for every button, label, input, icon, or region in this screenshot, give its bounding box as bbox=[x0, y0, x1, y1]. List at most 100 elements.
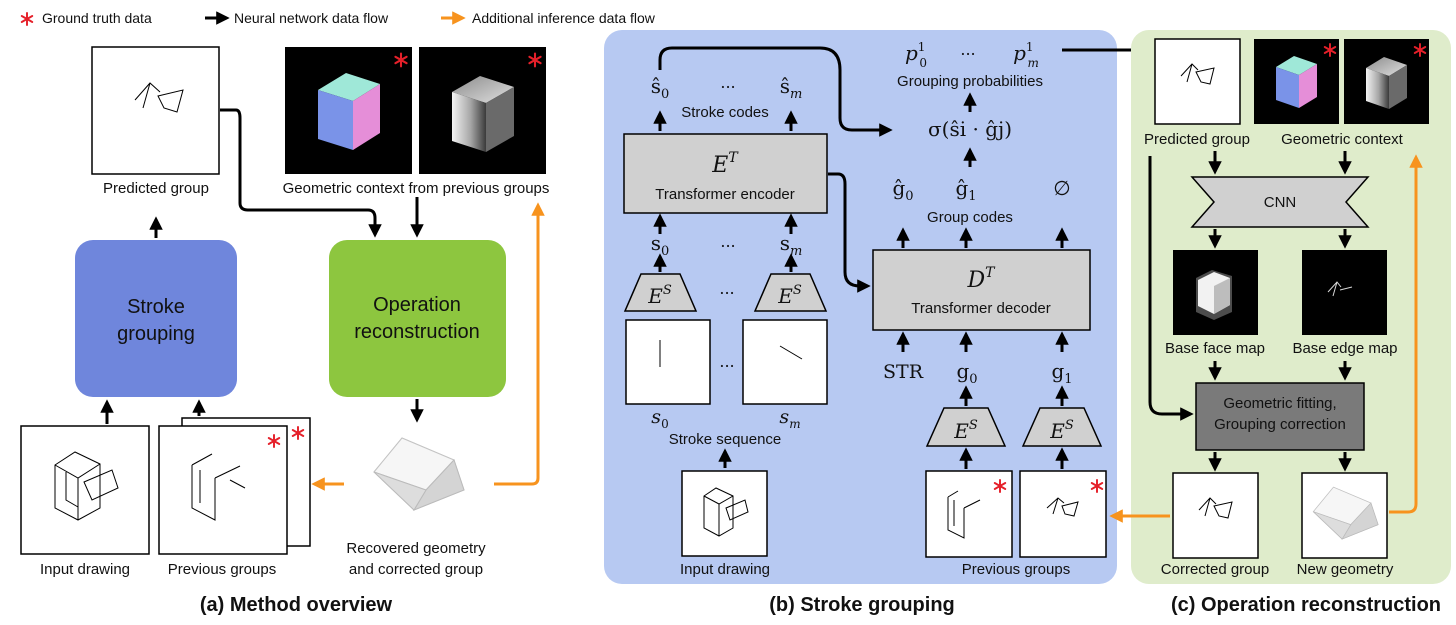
normal-map-front-face bbox=[318, 90, 353, 150]
depth-map-side-face bbox=[486, 87, 514, 152]
input-drawing-thumbnail bbox=[20, 425, 150, 555]
recovered-label-2: and corrected group bbox=[349, 561, 483, 578]
decoder-symbol: DT bbox=[967, 265, 997, 293]
stroke-image-m bbox=[742, 319, 828, 405]
previous-group-sketch-1 bbox=[947, 490, 981, 539]
predicted-group-label-c: Predicted group bbox=[1144, 131, 1250, 148]
panel-c-arrows bbox=[1148, 151, 1352, 472]
panel-a-orange-arrows bbox=[311, 202, 545, 491]
cnn-label: CNN bbox=[1264, 194, 1297, 211]
fitting-label-1: Geometric fitting, bbox=[1223, 395, 1336, 412]
corrected-group-thumbnail bbox=[1172, 472, 1259, 559]
legend-ground-truth: Ground truth data bbox=[42, 10, 152, 26]
panel-a-black-arrows bbox=[100, 108, 424, 424]
depth-top-c bbox=[1366, 57, 1407, 76]
stroke-sequence-label: Stroke sequence bbox=[669, 431, 782, 448]
input-drawing-label: Input drawing bbox=[40, 561, 130, 578]
previous-groups-label-b: Previous groups bbox=[962, 561, 1070, 578]
depth-side-c bbox=[1389, 65, 1407, 109]
encoder-label: Transformer encoder bbox=[655, 186, 795, 203]
caption-a: (a) Method overview bbox=[200, 594, 393, 616]
normal-map-top-face bbox=[318, 73, 380, 101]
face-map-shade bbox=[1214, 278, 1230, 314]
geometric-fitting-block bbox=[1195, 382, 1365, 451]
new-geometry-label: New geometry bbox=[1297, 561, 1394, 578]
stroke-grouping-box bbox=[75, 240, 237, 397]
input-drawing-sketch-b bbox=[703, 487, 749, 537]
stroke-image-ellipsis: ... bbox=[719, 352, 734, 371]
transformer-decoder-block bbox=[872, 249, 1091, 331]
operation-label-2: reconstruction bbox=[354, 321, 480, 343]
panel-c-orange-arrows bbox=[1109, 154, 1423, 523]
stroke-image-0 bbox=[625, 319, 711, 405]
group-es-label-1: ES bbox=[953, 418, 978, 443]
str-token: STR bbox=[883, 361, 924, 383]
depth-front-c bbox=[1366, 68, 1389, 109]
cnn-block bbox=[1190, 176, 1370, 228]
panel-c: Predicted group Geometric context CNN Ba… bbox=[1109, 30, 1451, 616]
base-edge-map-image bbox=[1302, 250, 1387, 335]
caption-b: (b) Stroke grouping bbox=[769, 594, 955, 616]
stroke-grouping-label-2: grouping bbox=[117, 323, 195, 345]
stroke-token-ellipsis: ... bbox=[720, 232, 735, 251]
geometric-context-label: Geometric context from previous groups bbox=[283, 180, 550, 197]
normal-map-side-face bbox=[353, 84, 380, 150]
arrow-predicted-to-fitting bbox=[1148, 156, 1194, 421]
input-drawing-thumbnail-b bbox=[681, 470, 768, 557]
stroke-m-line bbox=[779, 345, 803, 360]
recovered-geometry-image bbox=[373, 437, 465, 511]
arrow-stroke-codes-to-sigma bbox=[658, 46, 893, 137]
group-encoder-es-1 bbox=[925, 407, 1007, 447]
decoder-label: Transformer decoder bbox=[911, 300, 1051, 317]
star-icon bbox=[20, 12, 34, 26]
encoder-symbol: ET bbox=[711, 150, 739, 178]
es-label-2: ES bbox=[777, 283, 802, 308]
panel-b-arrows bbox=[653, 43, 1149, 469]
transformer-encoder-block bbox=[623, 133, 828, 214]
stroke-code-ellipsis: ... bbox=[720, 73, 735, 92]
fitting-label-2: Grouping correction bbox=[1214, 416, 1346, 433]
stroke-encoder-es-2 bbox=[753, 273, 828, 312]
normal-side-c bbox=[1299, 64, 1317, 108]
predicted-group-thumbnail-c bbox=[1154, 38, 1241, 125]
normal-top-c bbox=[1276, 56, 1317, 75]
legend: Ground truth data Neural network data fl… bbox=[20, 10, 656, 26]
arrow-predicted-to-operation bbox=[220, 108, 382, 238]
stroke-codes-label: Stroke codes bbox=[681, 104, 769, 121]
base-edge-map-label: Base edge map bbox=[1292, 340, 1397, 357]
normal-front-c bbox=[1276, 67, 1299, 108]
previous-group-sketch-2 bbox=[1046, 497, 1079, 517]
operation-reconstruction-box bbox=[329, 240, 506, 397]
legend-nn-flow: Neural network data flow bbox=[234, 10, 389, 26]
group-codes-label: Group codes bbox=[927, 209, 1013, 226]
group-code-empty: ∅ bbox=[1053, 176, 1070, 200]
arrow-geometry-to-context-c bbox=[1389, 154, 1423, 514]
arrow-encoder-to-decoder bbox=[828, 172, 871, 293]
input-drawing-label-b: Input drawing bbox=[680, 561, 770, 578]
geometric-context-label-c: Geometric context bbox=[1281, 131, 1404, 148]
recovered-label-1: Recovered geometry bbox=[346, 540, 486, 557]
previous-group-image-2 bbox=[1019, 470, 1107, 558]
stroke-encoder-es-1 bbox=[623, 273, 698, 312]
group-encoder-es-2 bbox=[1021, 407, 1103, 447]
caption-c: (c) Operation reconstruction bbox=[1171, 594, 1441, 616]
corrected-group-sketch bbox=[1198, 497, 1233, 519]
depth-map-top-face bbox=[452, 76, 514, 103]
arrow-geometry-to-context bbox=[494, 202, 545, 486]
corrected-group-label: Corrected group bbox=[1161, 561, 1269, 578]
group-es-label-2: ES bbox=[1049, 418, 1074, 443]
sigma-expression: σ(ŝi · ĝj) bbox=[928, 117, 1012, 141]
es-ellipsis: ... bbox=[719, 279, 734, 298]
base-face-map-label: Base face map bbox=[1165, 340, 1265, 357]
previous-groups-label: Previous groups bbox=[168, 561, 276, 578]
previous-groups-sketch bbox=[191, 453, 246, 521]
edge-map-lines bbox=[1327, 281, 1353, 297]
panel-a: Predicted group Geometric context from p… bbox=[20, 46, 550, 616]
es-label-1: ES bbox=[647, 283, 672, 308]
panel-b: ET Transformer encoder ŝ0 ... ŝm Stroke … bbox=[604, 30, 1149, 616]
stroke-grouping-label-1: Stroke bbox=[127, 296, 185, 318]
prob-ellipsis: ... bbox=[960, 40, 975, 59]
input-drawing-sketch bbox=[54, 451, 119, 521]
predicted-group-thumbnail bbox=[91, 46, 220, 175]
